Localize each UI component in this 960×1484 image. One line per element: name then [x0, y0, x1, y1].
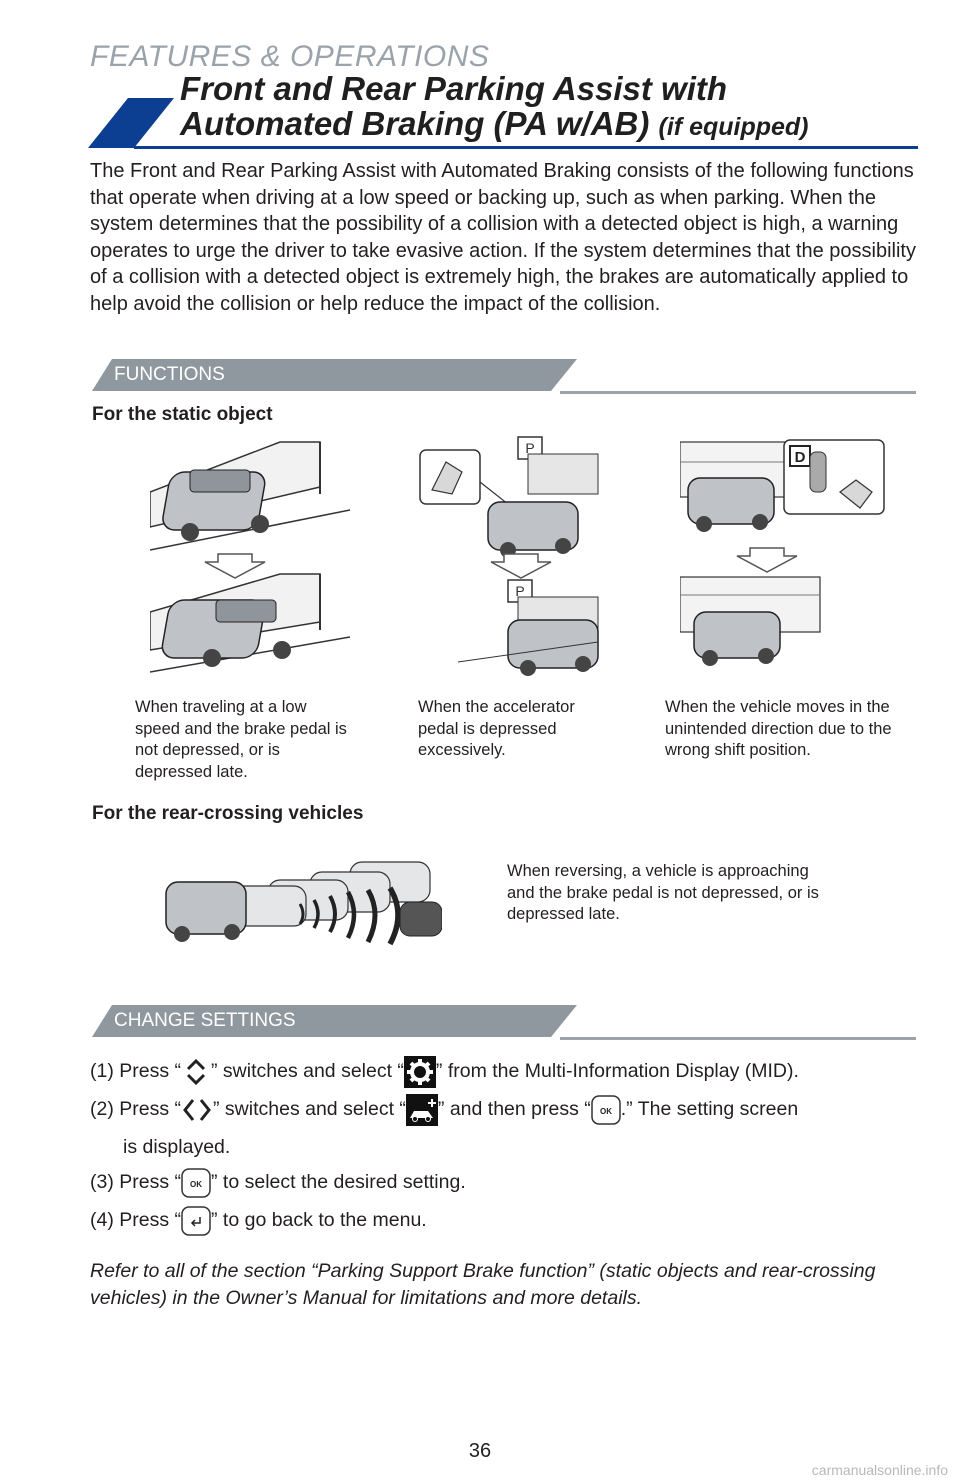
static-object-heading: For the static object	[92, 404, 273, 425]
step-2-text-b: ” switches and select “	[213, 1098, 406, 1121]
left-right-arrows-icon	[183, 1099, 211, 1121]
ok-label: OK	[600, 1107, 612, 1116]
ok-label-2: OK	[190, 1180, 202, 1189]
step-1-text-a: (1) Press “	[90, 1060, 182, 1083]
step-4: (4) Press “ ” to go back to the menu.	[90, 1206, 427, 1236]
title-rule	[134, 146, 918, 149]
step-4-text-a: (4) Press “	[90, 1209, 182, 1232]
illustration-rear-crossing	[165, 861, 442, 946]
functions-rule	[560, 391, 916, 394]
step-3-text-b: ” to select the desired setting.	[211, 1171, 466, 1194]
back-button-icon	[181, 1206, 211, 1236]
ok-button-icon: OK	[591, 1095, 621, 1125]
illustration-accelerator: P P	[419, 436, 599, 676]
shift-letter: D	[795, 449, 806, 466]
page-title-line1: Front and Rear Parking Assist with	[180, 70, 728, 107]
step-3: (3) Press “ OK ” to select the desired s…	[90, 1168, 466, 1198]
section-label: FEATURES & OPERATIONS	[90, 40, 490, 73]
step-4-text-b: ” to go back to the menu.	[211, 1209, 427, 1232]
up-down-arrows-icon	[186, 1058, 206, 1086]
functions-tab: FUNCTIONS	[92, 359, 577, 391]
caption-accelerator: When the accelerator pedal is depressed …	[418, 698, 575, 759]
change-settings-rule	[560, 1037, 916, 1040]
change-settings-tab: CHANGE SETTINGS	[92, 1005, 577, 1037]
illustration-wrong-shift: D	[680, 439, 885, 666]
step-1-text-b: ” switches and select “	[211, 1060, 404, 1083]
illustration-low-speed	[150, 441, 350, 673]
page-number: 36	[468, 1440, 492, 1462]
reference-note: Refer to all of the section “Parking Sup…	[90, 1260, 876, 1309]
rear-crossing-heading: For the rear-crossing vehicles	[92, 803, 364, 824]
caption-low-speed: When traveling at a low speed and the br…	[135, 698, 347, 781]
page-title-main: Automated Braking (PA w/AB)	[180, 105, 650, 142]
gear-icon	[403, 1056, 436, 1088]
car-assist-icon	[405, 1094, 438, 1126]
caption-rear-crossing: When reversing, a vehicle is approaching…	[507, 862, 819, 923]
step-1: (1) Press “ ” switches and select “ ” fr…	[90, 1056, 799, 1088]
parking-sign-letter: P	[525, 440, 534, 456]
parking-sign-letter-2: P	[515, 583, 524, 599]
page-title-line2: Automated Braking (PA w/AB) (if equipped…	[180, 107, 809, 144]
page-title-suffix: (if equipped)	[658, 113, 809, 141]
watermark: carmanualsonline.info	[811, 1462, 948, 1478]
step-1-text-c: ” from the Multi-Information Display (MI…	[435, 1060, 799, 1083]
step-2-text-c: ” and then press “	[437, 1098, 591, 1121]
step-3-text-a: (3) Press “	[90, 1171, 182, 1194]
ok-button-icon-2: OK	[181, 1168, 211, 1198]
step-2-continued: is displayed.	[123, 1136, 231, 1158]
caption-wrong-shift: When the vehicle moves in the unintended…	[665, 698, 892, 759]
intro-paragraph: The Front and Rear Parking Assist with A…	[90, 160, 916, 315]
title-accent-shape	[88, 98, 174, 148]
step-2-text-d: .” The setting screen	[620, 1098, 799, 1121]
step-2-text-a: (2) Press “	[90, 1098, 182, 1121]
step-2: (2) Press “ ” switches and select “ ” an…	[90, 1094, 798, 1126]
